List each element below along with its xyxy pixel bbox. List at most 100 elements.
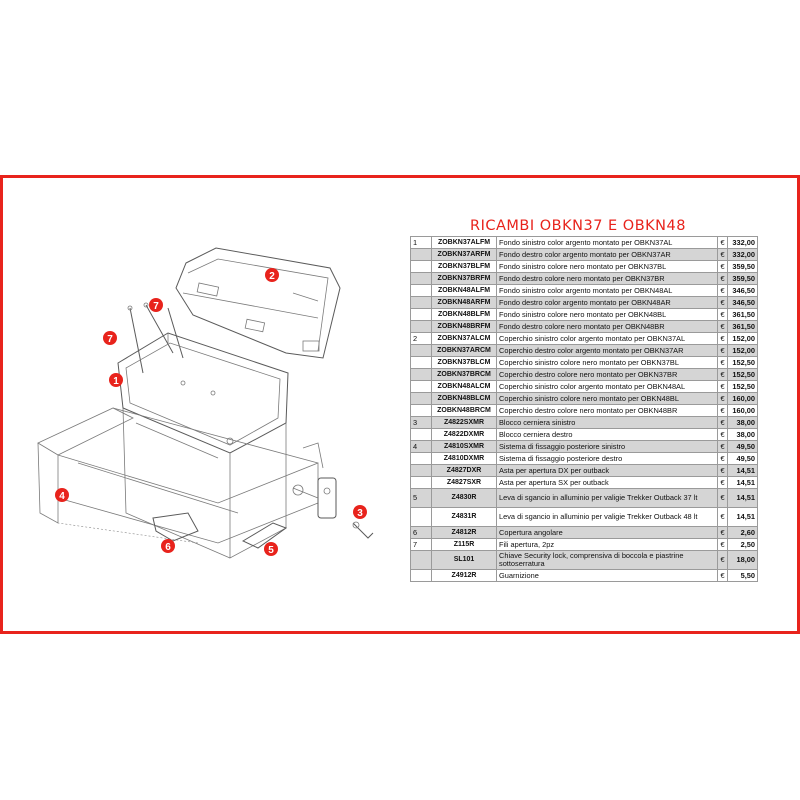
code-cell: ZOBKN37BLFM <box>431 260 497 273</box>
ref-cell <box>410 569 432 582</box>
price-cell: 14,51 <box>727 464 758 477</box>
page-title: RICAMBI OBKN37 E OBKN48 <box>470 218 686 234</box>
currency-cell: € <box>717 284 728 297</box>
price-cell: 49,50 <box>727 440 758 453</box>
svg-text:4: 4 <box>59 491 65 502</box>
code-cell: Z4827SXR <box>431 476 497 489</box>
code-cell: ZOBKN37ALFM <box>431 236 497 249</box>
hinge-drawing <box>292 477 374 539</box>
ref-cell <box>410 404 432 417</box>
callout-7a: 7 <box>103 331 117 345</box>
code-cell: ZOBKN48ALFM <box>431 284 497 297</box>
currency-cell: € <box>717 464 728 477</box>
description-cell: Fondo sinistro colore nero montato per O… <box>496 308 718 321</box>
svg-text:6: 6 <box>165 542 171 553</box>
ref-cell <box>410 368 432 381</box>
code-cell: Z4812R <box>431 526 497 539</box>
description-cell: Fondo sinistro color argento montato per… <box>496 284 718 297</box>
ref-cell: 4 <box>410 440 432 453</box>
price-cell: 14,51 <box>727 476 758 489</box>
ref-cell: 7 <box>410 538 432 551</box>
svg-text:2: 2 <box>269 271 275 282</box>
lid-drawing <box>175 247 341 359</box>
currency-cell: € <box>717 538 728 551</box>
price-cell: 18,00 <box>727 550 758 570</box>
callout-2: 2 <box>265 268 279 282</box>
price-cell: 361,50 <box>727 320 758 333</box>
price-cell: 359,50 <box>727 260 758 273</box>
svg-text:5: 5 <box>268 545 274 556</box>
code-cell: Z4810DXMR <box>431 452 497 465</box>
price-cell: 332,00 <box>727 248 758 261</box>
currency-cell: € <box>717 260 728 273</box>
description-cell: Guarnizione <box>496 569 718 582</box>
price-cell: 5,50 <box>727 569 758 582</box>
description-cell: Fondo sinistro colore nero montato per O… <box>496 260 718 273</box>
description-cell: Coperchio sinistro colore nero montato p… <box>496 392 718 405</box>
code-cell: SL101 <box>431 550 497 570</box>
price-cell: 152,50 <box>727 368 758 381</box>
code-cell: ZOBKN48BLCM <box>431 392 497 405</box>
code-cell: Z4831R <box>431 507 497 527</box>
callout-4: 4 <box>55 488 69 502</box>
rods-drawing <box>127 302 184 374</box>
price-cell: 332,00 <box>727 236 758 249</box>
currency-cell: € <box>717 507 728 527</box>
price-cell: 38,00 <box>727 416 758 429</box>
ref-cell <box>410 272 432 285</box>
price-cell: 152,50 <box>727 380 758 393</box>
price-cell: 160,00 <box>727 392 758 405</box>
description-cell: Asta per apertura SX per outback <box>496 476 718 489</box>
currency-cell: € <box>717 476 728 489</box>
description-cell: Sistema di fissaggio posteriore destro <box>496 452 718 465</box>
description-cell: Coperchio sinistro color argento montato… <box>496 332 718 345</box>
callout-6: 6 <box>161 539 175 553</box>
svg-text:1: 1 <box>113 376 119 387</box>
code-cell: Z4827DXR <box>431 464 497 477</box>
code-cell: ZOBKN37BLCM <box>431 356 497 369</box>
ref-cell <box>410 380 432 393</box>
svg-text:3: 3 <box>357 508 363 519</box>
code-cell: ZOBKN37ARCM <box>431 344 497 357</box>
code-cell: ZOBKN37BRFM <box>431 272 497 285</box>
description-cell: Fondo destro color argento montato per O… <box>496 248 718 261</box>
code-cell: ZOBKN37ARFM <box>431 248 497 261</box>
ref-cell <box>410 320 432 333</box>
currency-cell: € <box>717 320 728 333</box>
price-cell: 361,50 <box>727 308 758 321</box>
price-cell: 38,00 <box>727 428 758 441</box>
price-cell: 14,51 <box>727 507 758 527</box>
ref-cell <box>410 476 432 489</box>
price-cell: 152,50 <box>727 356 758 369</box>
code-cell: Z4912R <box>431 569 497 582</box>
price-cell: 346,50 <box>727 296 758 309</box>
ref-cell: 3 <box>410 416 432 429</box>
ref-cell <box>410 260 432 273</box>
code-cell: Z115R <box>431 538 497 551</box>
price-cell: 2,50 <box>727 538 758 551</box>
code-cell: ZOBKN48BLFM <box>431 308 497 321</box>
code-cell: ZOBKN48BRFM <box>431 320 497 333</box>
currency-cell: € <box>717 428 728 441</box>
description-cell: Fondo destro colore nero montato per OBK… <box>496 272 718 285</box>
price-cell: 152,00 <box>727 332 758 345</box>
description-cell: Asta per apertura DX per outback <box>496 464 718 477</box>
price-cell: 346,50 <box>727 284 758 297</box>
